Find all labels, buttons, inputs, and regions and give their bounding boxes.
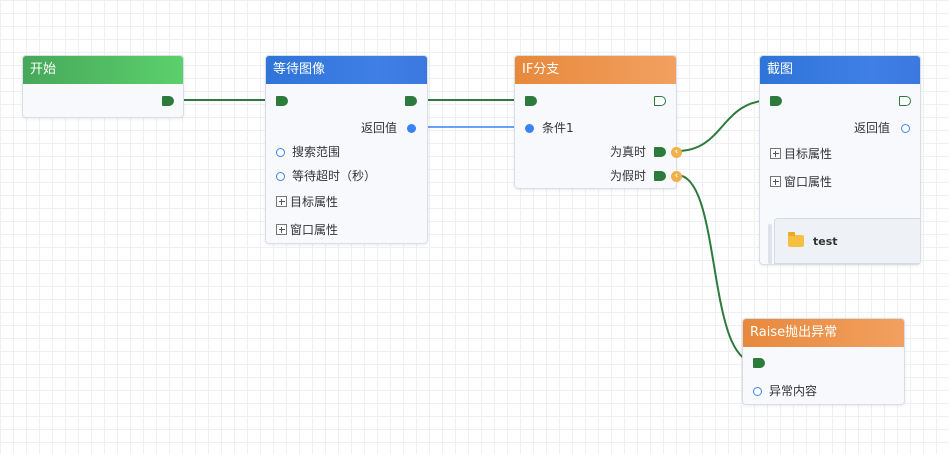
flow-out-pin[interactable]: [654, 96, 666, 106]
expand-plus-icon[interactable]: [770, 176, 781, 187]
target-props-expander[interactable]: 目标属性: [266, 193, 427, 211]
false-branch-pin[interactable]: [654, 171, 666, 181]
flow-out-pin[interactable]: [899, 96, 911, 106]
wire-true-to-screenshot: [676, 99, 773, 152]
image-folder-panel[interactable]: test: [766, 218, 920, 264]
window-props-expander[interactable]: 窗口属性: [760, 173, 920, 191]
false-branch-label: 为假时: [609, 169, 646, 183]
condition-pin[interactable]: [525, 123, 534, 133]
node-screenshot[interactable]: 截图 返回值 目标属性 窗口属性 test: [759, 55, 921, 265]
target-props-expander[interactable]: 目标属性: [760, 145, 920, 163]
condition-label: 条件1: [542, 121, 574, 135]
flow-out-pin[interactable]: [405, 96, 417, 106]
return-value-pin[interactable]: [901, 123, 910, 133]
return-value-pin[interactable]: [407, 123, 416, 133]
wait-timeout-label: 等待超时（秒）: [292, 169, 377, 183]
window-props-label: 窗口属性: [290, 223, 339, 237]
node-raise-exception-title: Raise抛出异常: [743, 319, 904, 347]
node-wait-image-title: 等待图像: [266, 56, 427, 84]
flow-in-pin[interactable]: [753, 358, 765, 368]
target-props-label: 目标属性: [784, 147, 833, 161]
true-branch-marker-icon: ‹: [671, 146, 682, 158]
flow-in-pin[interactable]: [276, 96, 288, 106]
window-props-label: 窗口属性: [784, 175, 833, 189]
search-range-label: 搜索范围: [292, 145, 341, 159]
node-if-branch[interactable]: IF分支 条件1 为真时 ‹ 为假时 ‹: [514, 55, 682, 189]
expand-plus-icon[interactable]: [276, 224, 287, 235]
false-branch-marker-icon: ‹: [671, 170, 682, 182]
node-screenshot-title: 截图: [760, 56, 920, 84]
panel-scrollbar: [768, 224, 772, 264]
node-if-branch-title: IF分支: [515, 56, 676, 84]
window-props-expander[interactable]: 窗口属性: [266, 221, 427, 239]
exception-content-pin[interactable]: [753, 386, 762, 396]
return-value-label: 返回值: [853, 121, 890, 135]
flow-out-pin[interactable]: [162, 96, 174, 106]
expand-plus-icon[interactable]: [276, 196, 287, 207]
exception-content-label: 异常内容: [769, 384, 818, 398]
true-branch-label: 为真时: [609, 145, 646, 159]
search-range-pin[interactable]: [276, 148, 285, 157]
true-branch-pin[interactable]: [654, 147, 666, 157]
node-raise-exception[interactable]: Raise抛出异常 异常内容: [742, 318, 905, 405]
wait-timeout-pin[interactable]: [276, 172, 285, 181]
target-props-label: 目标属性: [290, 195, 339, 209]
folder-icon: [788, 232, 804, 247]
flow-in-pin[interactable]: [525, 96, 537, 106]
flow-in-pin[interactable]: [770, 96, 782, 106]
node-start[interactable]: 开始: [22, 55, 184, 118]
folder-label: test: [813, 235, 838, 248]
node-start-title: 开始: [23, 56, 183, 84]
node-wait-image[interactable]: 等待图像 返回值 搜索范围 等待超时（秒） 目标属性 窗口属性: [265, 55, 428, 244]
expand-plus-icon[interactable]: [770, 148, 781, 159]
return-value-label: 返回值: [360, 121, 397, 135]
